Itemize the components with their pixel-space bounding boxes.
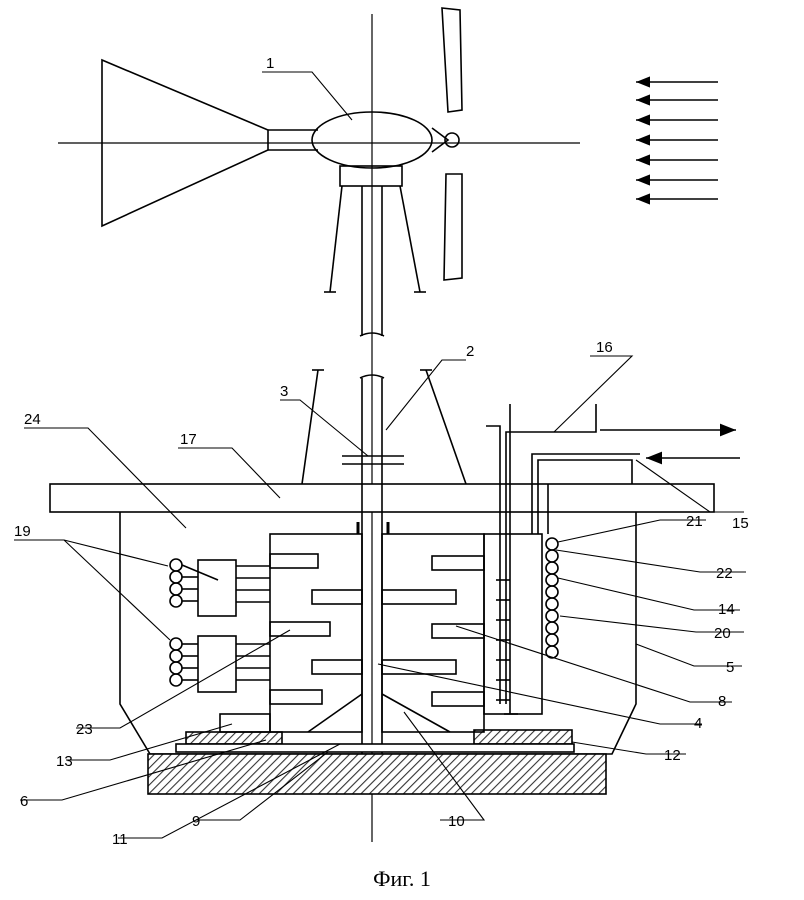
- rotor-hub: [444, 132, 460, 148]
- callout-13: 13: [56, 753, 73, 770]
- head-mount: [339, 165, 403, 187]
- callout-17: 17: [180, 431, 197, 448]
- callout-4: 4: [694, 715, 702, 732]
- callout-22: 22: [716, 565, 733, 582]
- bottom-disc: [175, 743, 575, 753]
- callout-23: 23: [76, 721, 93, 738]
- support-pad-right: [473, 729, 573, 745]
- wind-arrows: [636, 76, 718, 205]
- callout-9: 9: [192, 813, 200, 830]
- callout-6: 6: [20, 793, 28, 810]
- base-plate: [147, 753, 607, 795]
- callout-10: 10: [448, 813, 465, 830]
- blade-lower: [443, 173, 463, 281]
- callout-15: 15: [732, 515, 749, 532]
- callout-21: 21: [686, 513, 703, 530]
- callout-14: 14: [718, 601, 735, 618]
- heater-block-upper: [169, 558, 270, 617]
- callout-8: 8: [718, 693, 726, 710]
- blade-upper: [441, 7, 463, 113]
- stirrer-assembly: [269, 522, 485, 733]
- callout-16: 16: [596, 339, 613, 356]
- callout-2: 2: [466, 343, 474, 360]
- tank-body: [119, 512, 637, 755]
- callout-19: 19: [14, 523, 31, 540]
- callout-3: 3: [280, 383, 288, 400]
- callout-labels: 1 2 3 16 24 17 19 15 21 22 14 20 5 8 4 1…: [14, 55, 749, 848]
- callout-11: 11: [112, 831, 128, 848]
- generator-nacelle: [311, 111, 433, 169]
- wind-turbine-head: [58, 7, 580, 337]
- stator-block: [219, 713, 271, 733]
- callout-20: 20: [714, 625, 731, 642]
- shaft: [301, 369, 467, 782]
- callout-24: 24: [24, 411, 41, 428]
- leader-lines: [14, 71, 746, 839]
- callout-1: 1: [266, 55, 274, 72]
- callout-5: 5: [726, 659, 734, 676]
- heat-exchanger: [483, 404, 740, 715]
- callout-12: 12: [664, 747, 681, 764]
- figure-caption: Фиг. 1: [373, 866, 431, 891]
- heater-block-lower: [169, 635, 270, 693]
